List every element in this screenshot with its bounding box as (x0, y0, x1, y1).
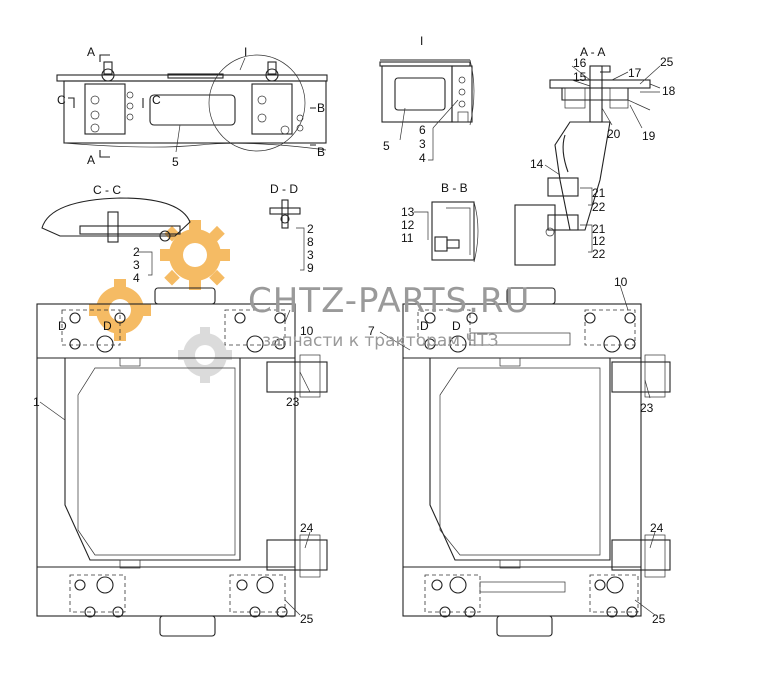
part-label-8: 8 (307, 235, 314, 249)
section-view-a-a: A - A 16 15 17 25 18 20 19 14 21 22 21 (514, 45, 676, 266)
section-title-c-c: C - C (93, 183, 121, 197)
cut-label-a-top: A (87, 45, 95, 59)
part-label-7: 7 (368, 324, 375, 338)
part-label-24-right: 24 (650, 521, 664, 535)
plan-view-top: A A C C B B I 5 (56, 45, 328, 169)
section-view-c-c: C - C 2 3 4 (41, 183, 191, 285)
part-label-10-left: 10 (300, 324, 314, 338)
part-label-21-b: 21 (592, 222, 606, 236)
part-label-6: 6 (419, 123, 426, 137)
part-label-25-left: 25 (300, 612, 314, 626)
detail-marker-i: I (244, 45, 247, 59)
section-title-a-a: A - A (580, 45, 605, 59)
part-label-5: 5 (172, 155, 179, 169)
part-label-4-cc: 4 (133, 271, 140, 285)
part-label-22-b: 22 (592, 247, 606, 261)
part-label-14: 14 (530, 157, 544, 171)
part-label-24-left: 24 (300, 521, 314, 535)
part-label-22-a: 22 (592, 200, 606, 214)
part-label-21-a: 21 (592, 186, 606, 200)
part-label-18: 18 (662, 84, 676, 98)
part-label-23-left: 23 (286, 395, 300, 409)
cut-label-b-top: B (317, 101, 325, 115)
part-label-11: 11 (401, 231, 414, 245)
part-label-13: 13 (401, 205, 415, 219)
part-label-9: 9 (307, 261, 314, 275)
part-label-2-dd: 2 (307, 222, 314, 236)
watermark-gear-icon (89, 220, 232, 383)
section-view-d-d: D - D 2 8 3 9 (269, 182, 314, 275)
cut-label-d-4: D (452, 319, 461, 333)
part-label-23-right: 23 (640, 401, 654, 415)
part-label-1: 1 (33, 395, 40, 409)
part-label-12-bb: 12 (401, 218, 415, 232)
frame-view-left: 10 1 23 24 25 D D (33, 287, 328, 637)
part-label-20: 20 (607, 127, 621, 141)
cut-label-a-bottom: A (87, 153, 95, 167)
section-title-b-b: B - B (441, 181, 468, 195)
part-label-12-aa: 12 (592, 234, 606, 248)
part-label-4-detail: 4 (419, 151, 426, 165)
cut-label-d-2: D (103, 319, 112, 333)
detail-view-i: I 5 6 3 4 (379, 34, 475, 165)
part-label-3-detail: 3 (419, 137, 426, 151)
part-label-15: 15 (573, 70, 587, 84)
part-label-3-cc: 3 (133, 258, 140, 272)
part-label-5-detail: 5 (383, 139, 390, 153)
part-label-10-right: 10 (614, 275, 628, 289)
section-view-b-b: B - B 13 12 11 (401, 181, 479, 263)
cut-label-c-right: C (152, 93, 161, 107)
cut-label-b-bottom: B (317, 145, 325, 159)
watermark: CHTZ-PARTS.RU запчасти к тракторам ЧТЗ (248, 281, 530, 351)
watermark-site: CHTZ-PARTS.RU (248, 281, 530, 321)
watermark-tagline: запчасти к тракторам ЧТЗ (262, 331, 498, 351)
part-label-3-dd: 3 (307, 248, 314, 262)
part-label-2-cc: 2 (133, 245, 140, 259)
cut-label-d-3: D (420, 319, 429, 333)
cut-label-d-1: D (58, 319, 67, 333)
section-title-d-d: D - D (270, 182, 298, 196)
frame-view-right: 7 10 23 24 25 D D (368, 275, 671, 637)
part-label-19: 19 (642, 129, 656, 143)
part-label-17: 17 (628, 66, 642, 80)
part-label-25-right: 25 (652, 612, 666, 626)
part-label-16: 16 (573, 56, 587, 70)
detail-title-i: I (420, 34, 423, 48)
cut-label-c-left: C (57, 93, 66, 107)
part-label-25-aa: 25 (660, 55, 674, 69)
